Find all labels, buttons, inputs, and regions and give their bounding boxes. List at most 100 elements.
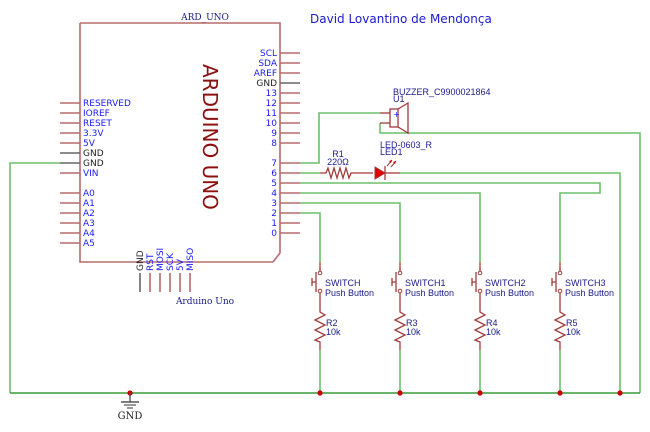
pin-label: 3.3V: [83, 129, 104, 139]
pin-label: VIN: [83, 169, 99, 179]
r1-value-label: 220Ω: [327, 157, 349, 167]
resistor-zigzag-icon: [320, 165, 373, 181]
pin-label: 7: [271, 159, 277, 169]
buzzer-component[interactable]: BUZZER_C9900021864 U1 +: [380, 87, 491, 135]
pin-label: A3: [83, 219, 95, 229]
pin-label: 9: [271, 129, 277, 139]
wire-pin7-buzzer: [300, 112, 380, 164]
buzzer-part-label: BUZZER_C9900021864: [393, 87, 491, 97]
author-title: David Lovantino de Mendonça: [310, 12, 492, 26]
resistor-value-label: 10k: [566, 327, 581, 337]
led-ref-label: LED1: [380, 147, 403, 157]
resistor-value-label: 10k: [406, 327, 421, 337]
resistor-ref-label: R4: [486, 318, 498, 328]
resistor-ref-label: R5: [566, 318, 578, 328]
pin-label: A4: [83, 229, 95, 239]
wire-pin4-switch2: [300, 192, 481, 262]
pin-label: A5: [83, 239, 95, 249]
junction-dot: [397, 390, 403, 396]
switch-name-label: SWITCH3: [565, 278, 606, 288]
pin-label: 4: [271, 189, 277, 199]
junction-dot: [557, 390, 563, 396]
arduino-body-label: ARDUINO UNO: [198, 64, 222, 210]
ground-label: GND: [118, 411, 143, 422]
pin-label: 8: [271, 139, 277, 149]
switch-name-label: SWITCH: [325, 278, 361, 288]
pin-label: GND: [83, 159, 104, 169]
junctions: [127, 390, 623, 396]
switch-contact-icon: [477, 288, 483, 294]
pin-label: 2: [271, 209, 277, 219]
arduino-body-left: [79, 23, 273, 263]
resistor-value-label: 10k: [486, 327, 501, 337]
pin-label: SDA: [258, 59, 277, 69]
switch-type-label: Push Button: [565, 288, 614, 298]
arduino-left-pins: RESERVEDIOREFRESET3.3V5VGNDGNDVINA0A1A2A…: [60, 99, 131, 249]
junction-dot: [317, 390, 323, 396]
pin-label: MOSI: [156, 248, 166, 271]
resistor-zigzag-icon: [393, 310, 407, 350]
arduino-uno-component[interactable]: ARD_UNO ARDUINO UNO RESERVEDIOREFRESET3.…: [60, 13, 300, 307]
led-part-label: LED-0603_R: [380, 140, 433, 150]
arduino-body-right: [80, 22, 281, 263]
buzzer-ref-label: U1: [393, 94, 405, 104]
wire-led-gnd: [400, 172, 621, 393]
resistor-zigzag-icon: [473, 310, 487, 350]
resistor-zigzag-icon: [313, 310, 327, 350]
wire-pin5-switch3: [300, 182, 601, 262]
led-diode-icon: [374, 166, 386, 180]
pin-label: RESERVED: [83, 99, 131, 109]
pin-label: MISO: [186, 248, 196, 271]
pin-label: 12: [266, 99, 277, 109]
resistor-value-label: 10k: [326, 327, 341, 337]
led-arrowhead: [393, 161, 396, 164]
led-component[interactable]: LED-0603_R LED1: [374, 140, 433, 180]
switch-contact-icon: [397, 270, 403, 276]
pin-label: 6: [271, 169, 277, 179]
wire-buzzer-gnd: [379, 123, 641, 393]
pin-label: IOREF: [83, 109, 110, 119]
wire-pin2-switch: [300, 212, 321, 262]
junction-dot: [617, 390, 623, 396]
pin-label: 5: [271, 179, 277, 189]
resistor-ref-label: R2: [326, 318, 338, 328]
pin-label: 0: [271, 229, 277, 239]
pin-label: RST: [146, 253, 156, 271]
switch-type-label: Push Button: [485, 288, 534, 298]
pin-label: 11: [266, 109, 277, 119]
pin-label: 3: [271, 199, 277, 209]
pin-label: A2: [83, 209, 95, 219]
pin-label: 5V: [176, 258, 186, 271]
pin-label: GND: [83, 149, 104, 159]
arduino-footer-label: Arduino Uno: [175, 297, 234, 307]
switch-contact-icon: [317, 270, 323, 276]
resistor-r1[interactable]: R1 220Ω: [320, 149, 373, 181]
switch-contact-icon: [557, 288, 563, 294]
switch-name-label: SWITCH1: [405, 278, 446, 288]
switch-type-label: Push Button: [325, 288, 374, 298]
buzzer-body: [389, 108, 399, 128]
pin-label: SCK: [166, 252, 176, 271]
buzzer-polarity: +: [393, 110, 400, 119]
r1-ref-label: R1: [332, 149, 344, 159]
switch-contact-icon: [397, 288, 403, 294]
pin-label: A1: [83, 199, 95, 209]
pin-label: GND: [256, 79, 277, 89]
pin-label: 10: [266, 119, 278, 129]
switch-name-label: SWITCH2: [485, 278, 526, 288]
buzzer-cone-icon: [397, 101, 409, 135]
pin-label: A0: [83, 189, 95, 199]
wires: [9, 112, 641, 394]
pin-label: 5V: [83, 139, 96, 149]
switch-contact-icon: [477, 270, 483, 276]
pin-label: 1: [271, 219, 277, 229]
switch-contact-icon: [317, 288, 323, 294]
